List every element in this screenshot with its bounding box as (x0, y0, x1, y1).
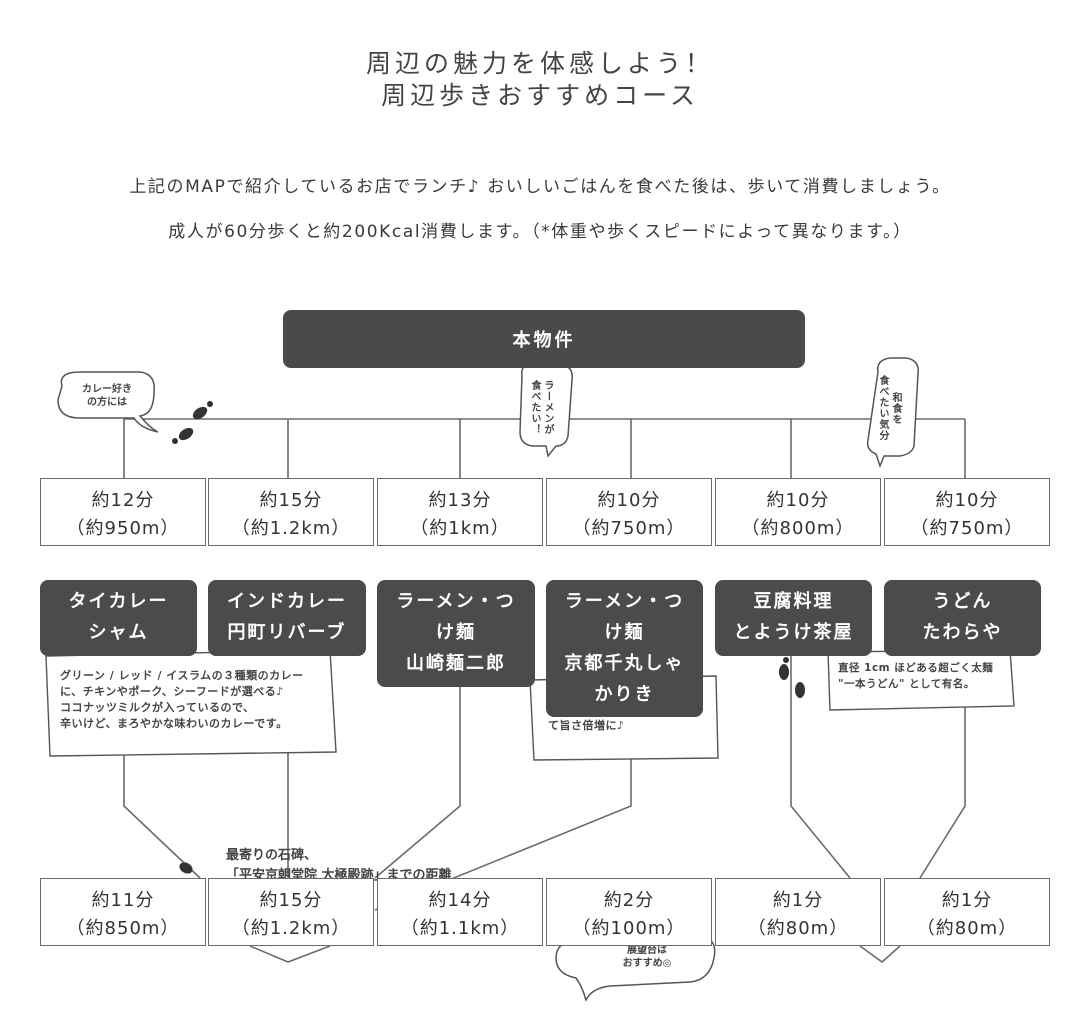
bubble-line: 展望台は (627, 945, 667, 956)
walk-time: 約13分 (428, 490, 492, 511)
route-connector (919, 705, 966, 879)
shop-name-line: け麺 (436, 622, 476, 643)
osusume-speech-bubble (555, 935, 716, 1003)
osusume-bubble-text: 展望台は おすすめ◎ (592, 944, 702, 970)
shop-name-line: うどん (932, 591, 993, 612)
footprints-icon (179, 862, 193, 874)
time-box-to-shop: 約10分 （約750m） (546, 478, 712, 546)
shop-name-line: シャム (88, 622, 149, 643)
walk-time: 約2分 (603, 890, 655, 911)
route-connector (374, 748, 632, 911)
walk-time: 約1分 (941, 890, 993, 911)
route-connector (790, 655, 851, 879)
bubble-line: 食べたい！ (529, 379, 540, 435)
walk-distance: （約850m） (66, 918, 180, 939)
shop-name-line: 円町リバーブ (227, 622, 347, 643)
shop-name-line: インドカレー (227, 591, 347, 612)
page-subtitle: 周辺歩きおすすめコース (381, 81, 699, 110)
bubble-line: ラーメンが (542, 379, 553, 435)
calorie-note: 成人が60分歩くと約200Kcal消費します。（*体重や歩くスピードによって異な… (168, 222, 912, 242)
walk-distance: （約1km） (410, 518, 510, 539)
shop-box[interactable]: タイカレー シャム (40, 580, 197, 656)
walk-distance: （約1.1km） (400, 918, 520, 939)
time-box-to-shop: 約10分 （約800m） (715, 478, 881, 546)
shop-box[interactable]: うどん たわらや (884, 580, 1041, 656)
description-line: 直径 1cm ほどある超ごく太麺 (838, 662, 994, 674)
time-box-to-landmark: 約14分 （約1.1km） (377, 878, 543, 946)
shop-name-line: 京都千丸しゃ (564, 653, 685, 674)
time-box-to-shop: 約15分 （約1.2km） (208, 478, 374, 546)
page-title: 周辺の魅力を体感しよう！ (365, 49, 714, 78)
walk-time: 約12分 (91, 490, 155, 511)
route-connector (374, 685, 461, 879)
walk-distance: （約750m） (910, 518, 1024, 539)
bubble-line: の方には (87, 397, 127, 408)
shop-box[interactable]: インドカレー 円町リバーブ (208, 580, 366, 656)
shop-name-line: ラーメン・つ (396, 591, 516, 612)
shop-description: グリーン / レッド / イスラムの３種類のカレー に、チキンやポーク、シーフー… (60, 668, 330, 732)
note-line: 最寄りの石碑、 (226, 848, 318, 863)
shop-name-line: タイカレー (68, 591, 169, 612)
shop-box[interactable]: ラーメン・つ け麺 京都千丸しゃ かりき (546, 580, 703, 717)
time-box-to-landmark: 約2分 （約100m） (546, 878, 712, 946)
walk-time: 約15分 (259, 890, 323, 911)
shop-box[interactable]: ラーメン・つ け麺 山崎麺二郎 (377, 580, 535, 687)
curry-bubble-text: カレー好き の方には (64, 383, 150, 409)
curry-speech-bubble (57, 371, 159, 433)
description-line: グリーン / レッド / イスラムの３種類のカレー (60, 669, 304, 682)
route-connector (123, 748, 201, 879)
washoku-bubble-text: 和食を 食べたい気分 (876, 366, 902, 450)
time-box-to-landmark: 約11分 （約850m） (40, 878, 206, 946)
description-line: ココナッツミルクが入っているので、 (60, 701, 255, 714)
bubble-line: 食べたい気分 (877, 375, 888, 441)
washoku-speech-bubble (866, 357, 919, 469)
walk-distance: （約1.2km） (231, 918, 351, 939)
shop-name-line: かりき (594, 684, 655, 705)
shop-name-line: 豆腐料理 (753, 591, 834, 612)
walk-time: 約14分 (428, 890, 492, 911)
walk-time: 約10分 (766, 490, 830, 511)
shop-name-line: け麺 (604, 622, 645, 643)
time-box-to-shop: 約10分 （約750m） (884, 478, 1050, 546)
shop-name-line: とようけ茶屋 (733, 622, 854, 643)
shop-description: て旨さ倍増に♪ (548, 718, 708, 734)
time-box-to-shop: 約13分 （約1km） (377, 478, 543, 546)
time-box-to-shop: 約12分 （約950m） (40, 478, 206, 546)
bubble-line: カレー好き (82, 384, 132, 395)
walk-distance: （約80m） (747, 918, 849, 939)
walk-distance: （約800m） (741, 518, 855, 539)
footprints-icon (779, 657, 805, 698)
shop-name-line: ラーメン・つ (564, 591, 685, 612)
route-connector (859, 945, 901, 964)
shop-name-line: 山崎麺二郎 (406, 653, 506, 674)
walk-time: 約15分 (259, 490, 323, 511)
time-box-to-landmark: 約15分 （約1.2km） (208, 878, 374, 946)
walk-distance: （約750m） (572, 518, 686, 539)
walk-distance: （約80m） (916, 918, 1018, 939)
description-line: "一本うどん" として有名。 (838, 678, 975, 690)
description-line: に、チキンやポーク、シーフードが選べる♪ (60, 685, 284, 698)
ramen-bubble-text: ラーメンが 食べたい！ (528, 372, 554, 442)
bubble-line: おすすめ◎ (622, 958, 672, 969)
walk-distance: （約100m） (572, 918, 686, 939)
walk-distance: （約950m） (66, 518, 180, 539)
intro-text: 上記のMAPで紹介しているお店でランチ♪ おいしいごはんを食べた後は、歩いて消費… (129, 177, 951, 197)
walk-distance: （約1.2km） (231, 518, 351, 539)
start-property-box: 本物件 (283, 310, 805, 368)
walk-time: 約11分 (91, 890, 155, 911)
description-line: て旨さ倍増に♪ (548, 719, 625, 732)
shop-name-line: たわらや (922, 622, 1003, 643)
route-connector (249, 945, 331, 963)
description-line: 辛いけど、まろやかな味わいのカレーです。 (60, 717, 288, 730)
shop-description: 直径 1cm ほどある超ごく太麺 "一本うどん" として有名。 (838, 660, 1008, 692)
shop-box[interactable]: 豆腐料理 とようけ茶屋 (715, 580, 872, 656)
time-box-to-landmark: 約1分 （約80m） (715, 878, 881, 946)
walk-time: 約1分 (772, 890, 824, 911)
walk-time: 約10分 (597, 490, 661, 511)
time-box-to-landmark: 約1分 （約80m） (884, 878, 1050, 946)
bubble-line: 和食を (890, 391, 901, 425)
walk-time: 約10分 (935, 490, 999, 511)
footprints-icon (172, 401, 213, 444)
